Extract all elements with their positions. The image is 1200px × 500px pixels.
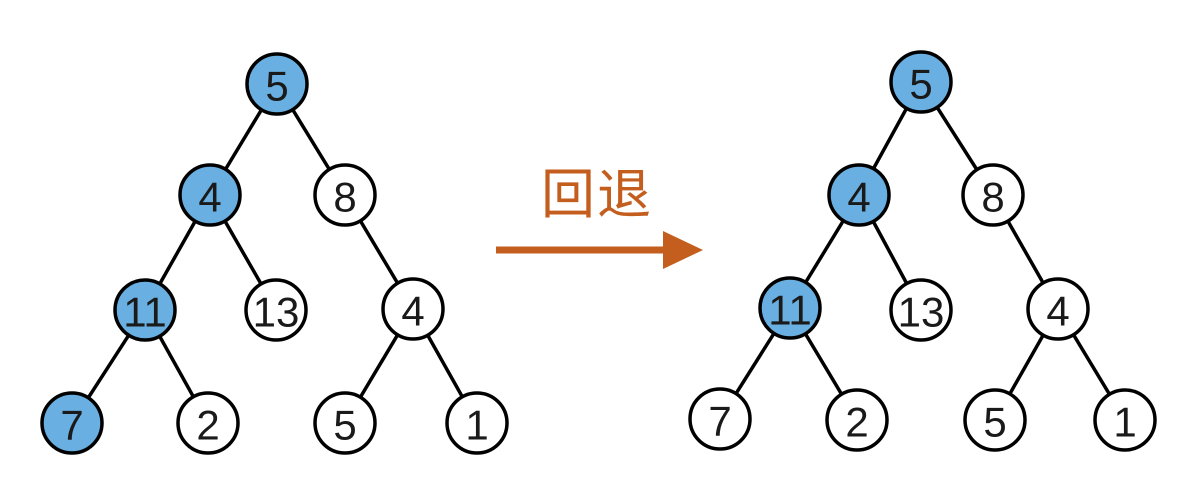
- tree-node-value: 11: [123, 289, 167, 336]
- tree-node-circle: [176, 391, 240, 455]
- tree-node-circle: [178, 163, 242, 227]
- tree-after-node-0-value-5: 5: [889, 50, 953, 114]
- tree-before-node-2-value-8: 8: [313, 163, 377, 227]
- tree-after-node-6-value-7: 7: [688, 387, 752, 451]
- tree-after-node-5-value-4: 4: [1026, 277, 1090, 341]
- tree-node-circle: [113, 278, 177, 342]
- tree-node-value: 4: [847, 174, 870, 221]
- tree-node-value: 2: [845, 399, 868, 446]
- tree-node-circle: [245, 52, 309, 116]
- backtrack-arrow-label: 回退: [541, 165, 653, 225]
- tree-before-node-6-value-7: 7: [40, 391, 104, 455]
- tree-before-node-3-value-11: 11: [113, 278, 177, 342]
- tree-node-value: 4: [401, 288, 424, 335]
- tree-node-value: 5: [265, 63, 288, 110]
- tree-node-value: 13: [898, 289, 945, 336]
- tree-node-circle: [889, 50, 953, 114]
- tree-node-value: 5: [909, 61, 932, 108]
- tree-node-circle: [313, 391, 377, 455]
- tree-after-node-7-value-2: 2: [825, 388, 889, 452]
- tree-node-circle: [40, 391, 104, 455]
- tree-node-value: 4: [198, 174, 221, 221]
- tree-after-node-4-value-13: 13: [889, 278, 953, 342]
- tree-before-node-8-value-5: 5: [313, 391, 377, 455]
- tree-node-circle: [688, 387, 752, 451]
- tree-after-node-3-value-11: 11: [758, 276, 822, 340]
- tree-after-node-8-value-5: 5: [963, 388, 1027, 452]
- tree-after-node-1-value-4: 4: [827, 163, 891, 227]
- tree-node-value: 5: [983, 399, 1006, 446]
- tree-node-circle: [758, 276, 822, 340]
- tree-node-value: 13: [253, 289, 300, 336]
- tree-node-circle: [961, 163, 1025, 227]
- tree-before-node-1-value-4: 4: [178, 163, 242, 227]
- tree-before-node-7-value-2: 2: [176, 391, 240, 455]
- tree-node-circle: [244, 278, 308, 342]
- tree-after-node-9-value-1: 1: [1093, 388, 1157, 452]
- tree-node-circle: [827, 163, 891, 227]
- tree-node-circle: [825, 388, 889, 452]
- tree-node-circle: [445, 391, 509, 455]
- tree-node-circle: [1026, 277, 1090, 341]
- tree-node-value: 8: [981, 174, 1004, 221]
- tree-before-node-5-value-4: 4: [381, 277, 445, 341]
- backtrack-arrow-head: [663, 231, 703, 269]
- tree-node-value: 7: [60, 402, 83, 449]
- tree-node-value: 11: [768, 287, 812, 334]
- tree-before-node-4-value-13: 13: [244, 278, 308, 342]
- tree-node-circle: [381, 277, 445, 341]
- tree-node-circle: [889, 278, 953, 342]
- tree-node-value: 1: [1113, 399, 1136, 446]
- tree-before-node-0-value-5: 5: [245, 52, 309, 116]
- tree-node-circle: [1093, 388, 1157, 452]
- tree-node-value: 7: [708, 398, 731, 445]
- tree-node-value: 2: [196, 402, 219, 449]
- tree-node-value: 8: [333, 174, 356, 221]
- tree-after-node-2-value-8: 8: [961, 163, 1025, 227]
- tree-node-value: 1: [465, 402, 488, 449]
- tree-before-node-9-value-1: 1: [445, 391, 509, 455]
- tree-node-value: 5: [333, 402, 356, 449]
- tree-node-value: 4: [1046, 288, 1069, 335]
- tree-node-circle: [963, 388, 1027, 452]
- tree-node-circle: [313, 163, 377, 227]
